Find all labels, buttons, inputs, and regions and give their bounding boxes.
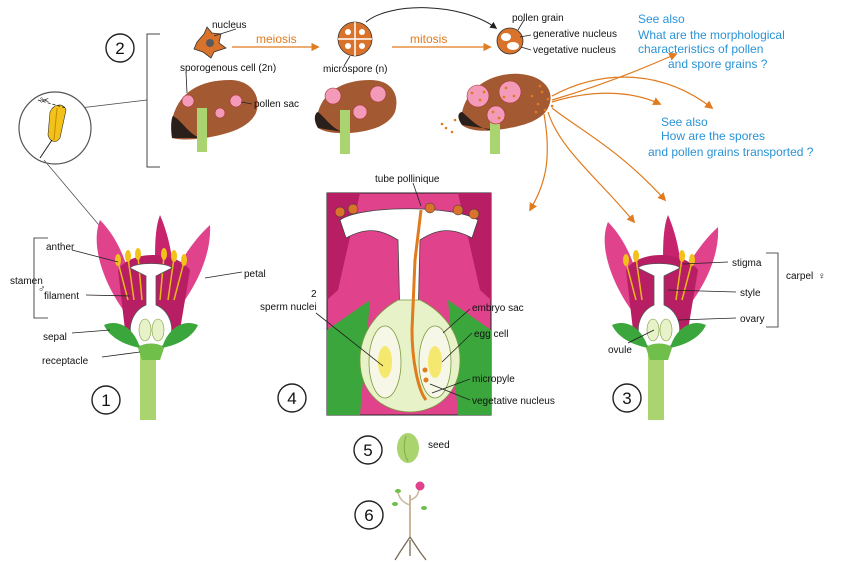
seedling	[392, 481, 427, 561]
tetrad-to-pollen-arrow	[365, 7, 498, 29]
svg-text:2: 2	[115, 39, 124, 58]
label-ovule: ovule	[608, 345, 632, 356]
label-vegetative-nucleus: vegetative nucleus	[472, 396, 555, 407]
label-sperm-nuclei: sperm nuclei	[260, 302, 317, 313]
label-sperm-nuclei-count: 2	[311, 289, 317, 300]
label-stigma: stigma	[732, 258, 762, 269]
label-egg-cell: egg cell	[474, 329, 508, 340]
label-stamen: stamen	[10, 276, 43, 287]
label-tube-pollinique: tube pollinique	[375, 174, 440, 185]
svg-text:What are the morphological: What are the morphological	[638, 28, 785, 42]
label-ovary: ovary	[740, 314, 764, 325]
label-pollen-sac: pollen sac	[254, 99, 299, 110]
anther-section-3	[440, 73, 554, 154]
svg-text:How are the spores: How are the spores	[661, 129, 765, 143]
svg-text:1: 1	[101, 391, 110, 410]
label-female-symbol: ♀	[818, 271, 826, 282]
label-nucleus: nucleus	[212, 20, 246, 31]
label-sporogenous-cell: sporogenous cell (2n)	[180, 63, 276, 74]
label-carpel: carpel	[786, 271, 813, 282]
seed	[397, 433, 419, 463]
label-style: style	[740, 288, 761, 299]
label-anther: anther	[46, 242, 75, 253]
sporogenous-cell	[193, 26, 227, 59]
fertilization-panel	[326, 192, 492, 416]
microspore-tetrad	[337, 21, 373, 57]
svg-text:6: 6	[364, 506, 373, 525]
svg-text:and spore grains ?: and spore grains ?	[668, 57, 768, 71]
step-3-marker: 3	[612, 383, 642, 413]
step-4-marker: 4	[277, 383, 307, 413]
label-meiosis: meiosis	[256, 32, 297, 46]
see-also-link-morphology[interactable]: See also What are the morphological char…	[638, 12, 785, 71]
bracket-connector	[79, 99, 148, 109]
svg-text:characteristics of pollen: characteristics of pollen	[638, 42, 763, 56]
step-6-marker: 6	[354, 500, 384, 530]
label-filament: filament	[44, 291, 79, 302]
label-receptacle: receptacle	[42, 356, 89, 367]
label-microspore: microspore (n)	[323, 64, 387, 75]
label-vegetative-nucleus-top: vegetative nucleus	[533, 45, 616, 56]
svg-text:4: 4	[287, 389, 296, 408]
svg-text:✂: ✂	[40, 94, 49, 107]
see-also-link-transport[interactable]: See also How are the spores and pollen g…	[648, 115, 814, 159]
pollen-dispersal-arrows	[529, 52, 714, 224]
svg-text:See also: See also	[661, 115, 708, 129]
anther-magnifier: ✂	[18, 91, 92, 165]
label-micropyle: micropyle	[472, 374, 515, 385]
svg-text:and pollen grains transported: and pollen grains transported ?	[648, 145, 814, 159]
label-mitosis: mitosis	[410, 32, 447, 46]
svg-text:5: 5	[363, 441, 372, 460]
label-pollen-grain: pollen grain	[512, 13, 564, 24]
step-5-marker: 5	[353, 435, 383, 465]
label-generative-nucleus: generative nucleus	[533, 29, 617, 40]
pollen-grain	[496, 27, 524, 55]
step-2-marker: 2	[105, 33, 135, 63]
flower-1	[96, 215, 211, 420]
bracket-2	[146, 33, 160, 168]
label-seed: seed	[428, 440, 450, 451]
label-male-symbol: ♂	[38, 284, 46, 295]
flower-3	[604, 215, 719, 420]
label-petal: petal	[244, 269, 266, 280]
label-sepal: sepal	[43, 332, 67, 343]
anther-section-1	[171, 80, 258, 152]
label-embryo-sac: embryo sac	[472, 303, 524, 314]
step-1-marker: 1	[91, 385, 121, 415]
svg-text:3: 3	[622, 389, 631, 408]
anther-section-2	[314, 80, 397, 154]
svg-text:See also: See also	[638, 12, 685, 26]
